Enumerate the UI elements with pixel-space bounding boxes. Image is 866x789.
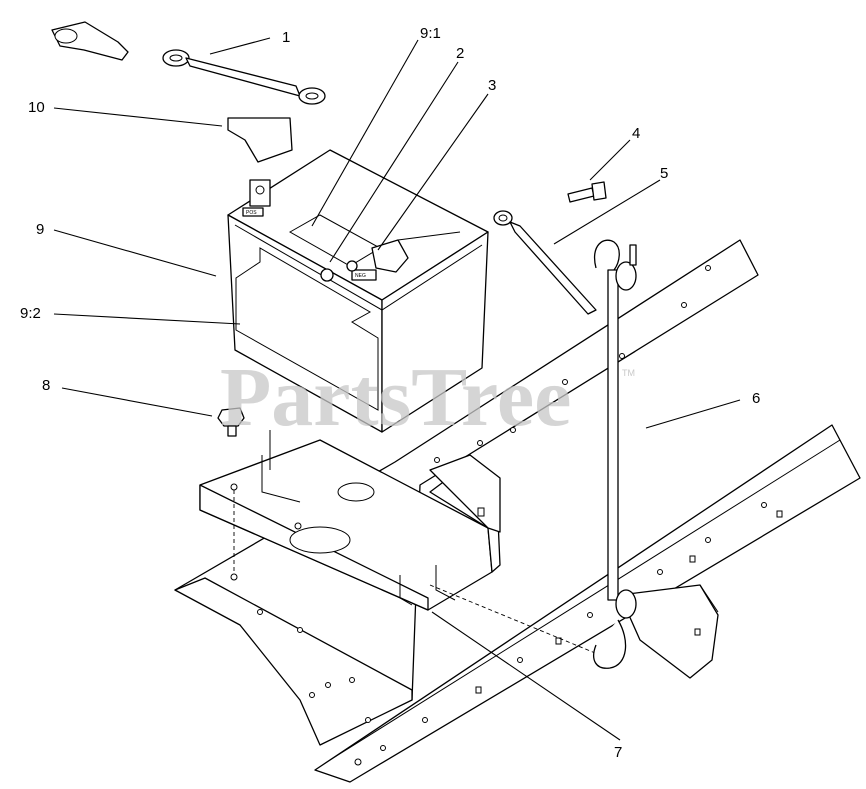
battery-warning-label-icon: [235, 247, 379, 411]
callouts: 1 2 3 4 5 6 7 8 9 9:1 9:2 10: [20, 25, 760, 761]
terminal-cover-icon: [371, 231, 461, 273]
callout-6: 6: [752, 390, 760, 407]
callout-3: 3: [488, 77, 496, 94]
svg-text:POS: POS: [246, 210, 257, 216]
callout-9-2: 9:2: [20, 305, 41, 322]
callout-10: 10: [28, 99, 45, 116]
hold-down-rod-icon: [593, 239, 637, 669]
battery-tray-icon: [199, 430, 601, 656]
watermark: PartsTree TM: [220, 351, 635, 444]
ground-cable-icon: [493, 210, 597, 315]
callout-1: 1: [282, 29, 290, 46]
callout-8: 8: [42, 377, 50, 394]
terminal-boot-small-icon: [227, 117, 293, 163]
leader-lines: [53, 37, 741, 741]
terminal-boot-icon: [51, 21, 129, 61]
frame-rail-front-icon: [314, 424, 861, 783]
svg-text:NEG: NEG: [355, 273, 366, 279]
callout-4: 4: [632, 125, 640, 142]
battery-icon: POS NEG: [227, 149, 489, 433]
battery-cable-icon: [162, 49, 326, 105]
terminal-nut-icon: [320, 260, 358, 282]
callout-7: 7: [614, 744, 622, 761]
svg-text:TM: TM: [622, 368, 635, 378]
callout-2: 2: [456, 45, 464, 62]
bolt-icon: [567, 181, 607, 203]
callout-9: 9: [36, 221, 44, 238]
svg-text:PartsTree: PartsTree: [220, 351, 571, 444]
callout-5: 5: [660, 165, 668, 182]
flange-screw-icon: [217, 407, 245, 437]
callout-9-1: 9:1: [420, 25, 441, 42]
